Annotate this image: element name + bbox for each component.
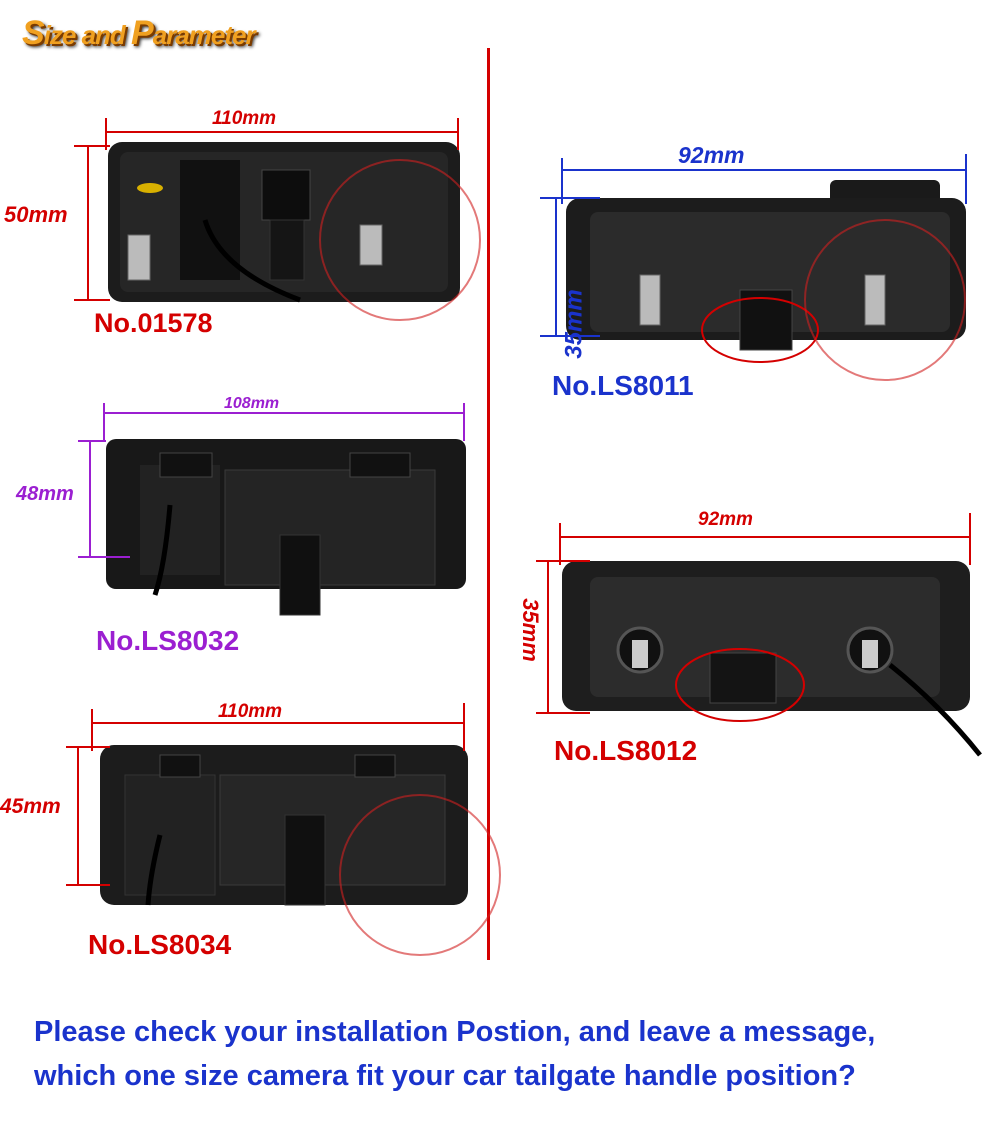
- product-ls8032-model: No.LS8032: [96, 625, 240, 656]
- product-ls8034-width: 110mm: [218, 701, 283, 722]
- product-ls8032-height: 48mm: [16, 483, 74, 505]
- product-ls8032: 108mm 48mm No.LS8032: [0, 395, 480, 665]
- product-ls8011-width: 92mm: [678, 142, 745, 168]
- product-ls8011-model: No.LS8011: [552, 370, 694, 401]
- product-01578-height: 50mm: [4, 202, 68, 227]
- product-ls8032-photo: [78, 403, 466, 616]
- product-01578-model: No.01578: [94, 308, 213, 338]
- footer-message: Please check your installation Postion, …: [34, 1010, 994, 1098]
- footer-line-1: Please check your installation Postion, …: [34, 1016, 876, 1048]
- page-title: Size and Parameter: [22, 14, 256, 52]
- product-ls8012-photo: [536, 513, 982, 757]
- product-ls8012-width: 92mm: [698, 509, 753, 530]
- product-ls8011: 92mm 35mm No.LS8011: [500, 140, 990, 410]
- product-01578: 110mm 50mm No.01578: [0, 100, 481, 350]
- product-01578-photo: [74, 118, 481, 321]
- product-ls8032-width: 108mm: [224, 395, 280, 412]
- product-ls8034: 110mm 45mm No.LS8034: [0, 695, 501, 975]
- product-01578-width: 110mm: [212, 108, 277, 129]
- product-ls8012-model: No.LS8012: [554, 735, 698, 766]
- product-ls8011-photo: [540, 154, 967, 381]
- product-ls8012: 92mm 35mm No.LS8012: [500, 505, 990, 775]
- footer-line-2: which one size camera fit your car tailg…: [34, 1060, 856, 1092]
- product-ls8011-height: 35mm: [560, 289, 588, 359]
- product-ls8034-model: No.LS8034: [88, 929, 232, 960]
- product-ls8034-height: 45mm: [0, 795, 61, 818]
- center-divider: [487, 48, 490, 960]
- product-ls8034-photo: [66, 703, 501, 956]
- product-ls8012-height: 35mm: [517, 598, 543, 662]
